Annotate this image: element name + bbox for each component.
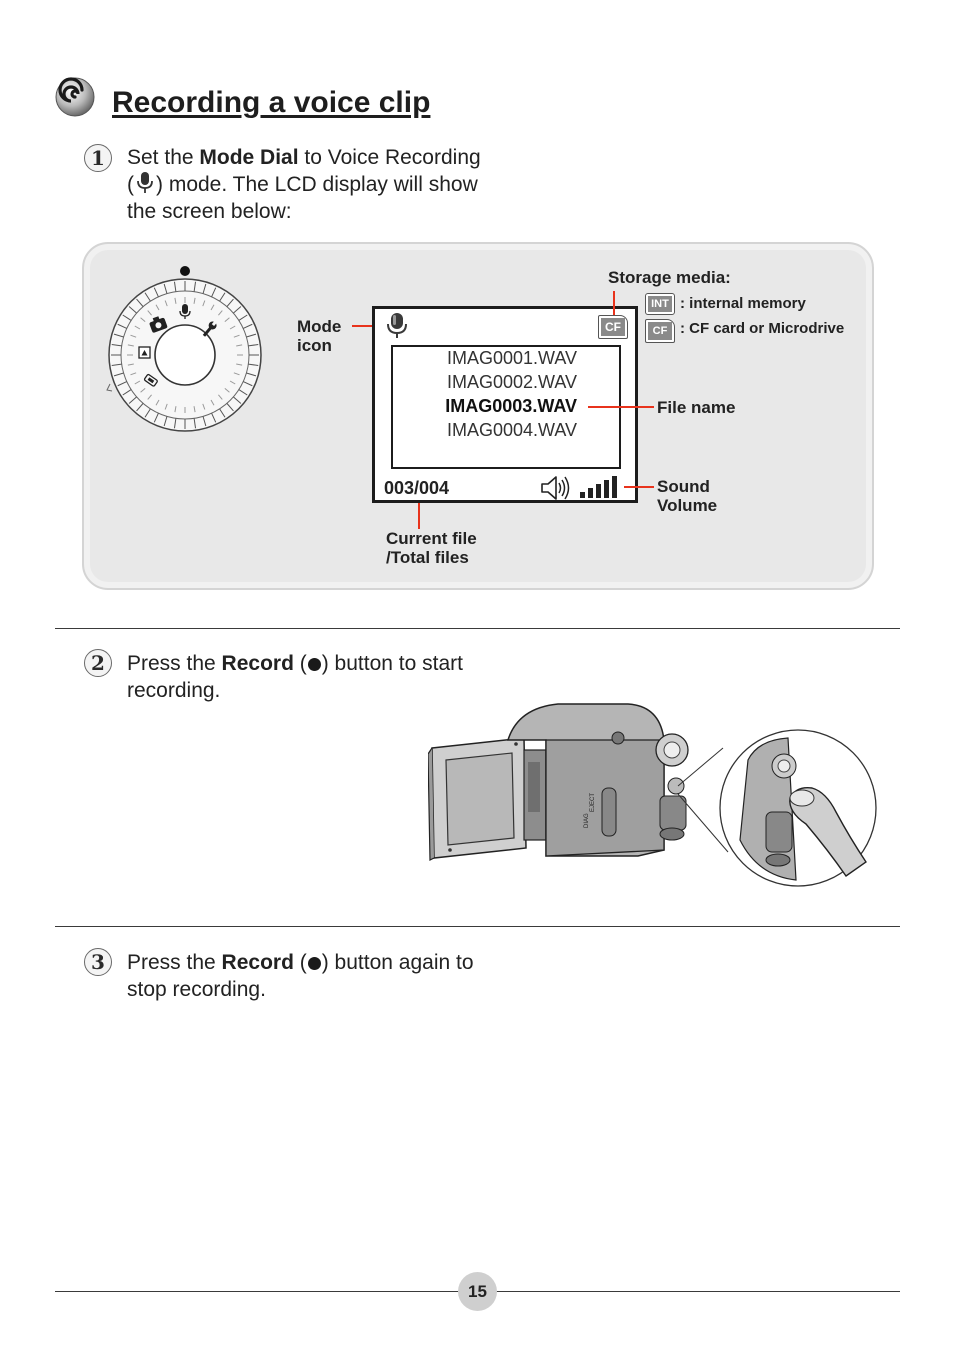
logo-swirl-icon: [55, 77, 95, 117]
microphone-icon: [387, 313, 407, 338]
divider: [55, 628, 900, 629]
camcorder-illustration: DIAG EJECT: [428, 703, 877, 887]
file-counter: 003/004: [384, 478, 450, 498]
current-file-label: Current file /Total files: [386, 529, 477, 567]
diag-label: DIAG: [584, 813, 590, 828]
record-button-icon: [307, 957, 321, 970]
step-2-text: Press the Record () button to start reco…: [127, 652, 463, 702]
current-file-leader: [418, 503, 420, 529]
volume-bar: [604, 480, 609, 498]
page-title: Recording a voice clip: [112, 86, 431, 119]
speaker-icon: [541, 476, 570, 500]
step-number-1: 1: [84, 144, 112, 172]
step-1-text: Set the Mode Dial to Voice Recording () …: [127, 146, 481, 223]
list-item: IMAG0004.WAV: [446, 420, 577, 440]
page-number: 15: [458, 1272, 497, 1311]
volume-bar: [612, 476, 617, 498]
microphone-icon: [137, 172, 153, 193]
volume-bar: [580, 492, 585, 498]
sound-volume-label: Sound Volume: [657, 477, 718, 515]
storage-media-label: Storage media:: [608, 268, 731, 287]
list-item: IMAG0001.WAV: [446, 348, 577, 368]
mode-dial-icon: [106, 266, 262, 432]
cf-card-icon: CF: [598, 315, 628, 339]
file-name-leader: [588, 406, 654, 408]
file-list: [391, 345, 621, 469]
volume-bar: [588, 488, 593, 498]
step-3-text: Press the Record () button again to stop…: [127, 951, 474, 1001]
record-button-icon: [307, 658, 321, 671]
eject-label: EJECT: [590, 793, 596, 812]
step-number-2: 2: [84, 649, 112, 677]
divider: [55, 926, 900, 927]
int-memory-icon: INT: [645, 293, 675, 315]
file-name-label: File name: [657, 398, 736, 417]
sound-volume-leader: [624, 486, 654, 488]
volume-bars-icon: [580, 476, 617, 498]
list-item-selected: IMAG0003.WAV: [445, 396, 577, 416]
internal-memory-label: : internal memory: [680, 295, 806, 312]
cf-card-label: : CF card or Microdrive: [680, 320, 845, 337]
file-list-items: IMAG0001.WAV IMAG0002.WAV IMAG0003.WAV I…: [391, 346, 577, 442]
list-item: IMAG0002.WAV: [446, 372, 577, 392]
mode-icon-leader: [352, 325, 382, 327]
storage-media-leader: [613, 291, 615, 315]
volume-bar: [596, 484, 601, 498]
mode-icon-label: Mode icon: [297, 317, 342, 355]
cf-card-icon: CF: [645, 319, 675, 343]
step-number-3: 3: [84, 948, 112, 976]
